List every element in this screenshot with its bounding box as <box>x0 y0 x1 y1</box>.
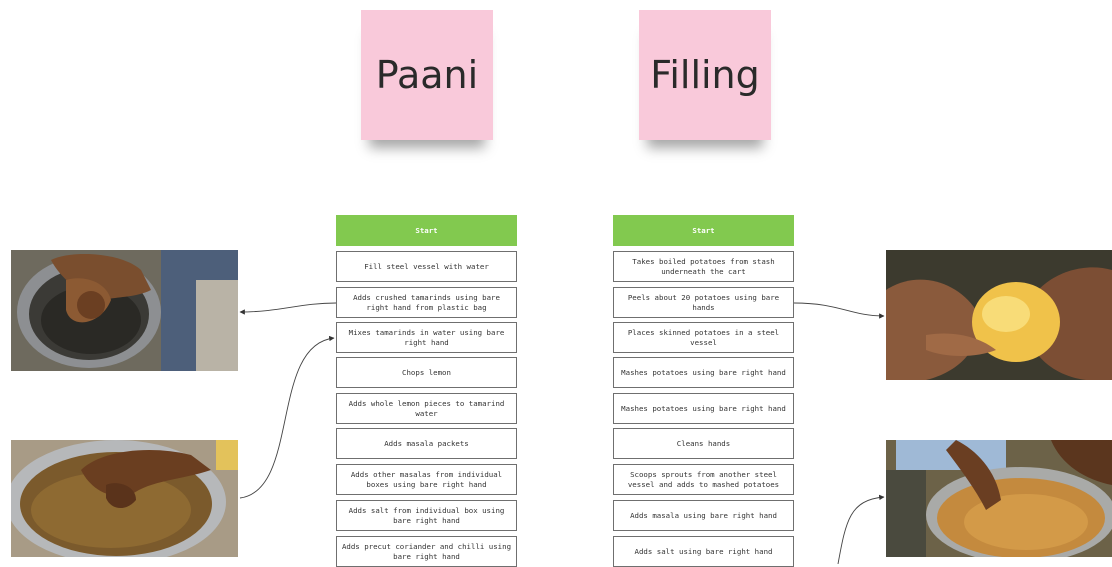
flow-step-text: Cleans hands <box>676 438 731 448</box>
photo-potato-peel <box>886 250 1112 380</box>
sticky-label-paani: Paani <box>375 53 479 97</box>
flow-step: Adds masala packets <box>336 428 517 459</box>
sticky-note-filling: Filling <box>639 10 771 140</box>
flow-step: Adds salt using bare right hand <box>613 536 794 567</box>
flow-step-text: Adds masala using bare right hand <box>630 510 777 520</box>
connector-crush-to-photo <box>239 302 337 315</box>
flow-step: Adds precut coriander and chilli using b… <box>336 536 517 567</box>
photo-tamarind-mix <box>11 440 238 557</box>
flow-step: Scoops sprouts from another steel vessel… <box>613 464 794 495</box>
flow-step-text: Mashes potatoes using bare right hand <box>621 403 786 413</box>
sticky-note-paani: Paani <box>361 10 493 140</box>
connector-mix-from-photo <box>239 335 335 499</box>
connector-peel-to-photo <box>793 302 885 319</box>
flow-step: Mashes potatoes using bare right hand <box>613 393 794 424</box>
flow-step-text: Adds salt using bare right hand <box>634 546 773 556</box>
flow-step: Places skinned potatoes in a steel vesse… <box>613 322 794 353</box>
flow-step-text: Takes boiled potatoes from stash underne… <box>632 256 775 276</box>
flow-step-text: Adds salt from individual box using bare… <box>348 505 505 525</box>
flow-step-text: Adds precut coriander and chilli using b… <box>341 541 512 561</box>
flow-step-text: Start <box>692 225 715 235</box>
flow-step: Adds other masalas from individual boxes… <box>336 464 517 495</box>
flow-step: Adds crushed tamarinds using bare right … <box>336 287 517 318</box>
flow-step-text: Mixes tamarinds in water using bare righ… <box>348 327 505 347</box>
flow-step: Chops lemon <box>336 357 517 388</box>
connector-photo-to-mash <box>837 494 885 564</box>
flow-step: Mashes potatoes using bare right hand <box>613 357 794 388</box>
photo-potato-mash <box>886 440 1112 557</box>
flow-step-text: Adds masala packets <box>384 438 469 448</box>
flow-step-start: Start <box>336 215 517 246</box>
flow-step-text: Chops lemon <box>402 367 451 377</box>
flow-step: Peels about 20 potatoes using bare hands <box>613 287 794 318</box>
flow-step-start: Start <box>613 215 794 246</box>
flow-step-text: Places skinned potatoes in a steel vesse… <box>627 327 780 347</box>
flow-step-text: Adds crushed tamarinds using bare right … <box>353 292 500 312</box>
flow-step-text: Adds other masalas from individual boxes… <box>350 469 503 489</box>
flow-step: Adds salt from individual box using bare… <box>336 500 517 531</box>
sticky-label-filling: Filling <box>650 53 760 97</box>
flow-step-text: Peels about 20 potatoes using bare hands <box>627 292 780 312</box>
photo-tamarind-crush <box>11 250 238 371</box>
flow-step: Adds masala using bare right hand <box>613 500 794 531</box>
flow-step-text: Fill steel vessel with water <box>364 261 489 271</box>
flow-step-text: Start <box>415 225 438 235</box>
flow-step: Takes boiled potatoes from stash underne… <box>613 251 794 282</box>
flow-step: Cleans hands <box>613 428 794 459</box>
flow-step: Fill steel vessel with water <box>336 251 517 282</box>
flow-step-text: Mashes potatoes using bare right hand <box>621 367 786 377</box>
flow-step: Mixes tamarinds in water using bare righ… <box>336 322 517 353</box>
flow-step: Adds whole lemon pieces to tamarind wate… <box>336 393 517 424</box>
flow-step-text: Adds whole lemon pieces to tamarind wate… <box>348 398 505 418</box>
flow-step-text: Scoops sprouts from another steel vessel… <box>627 469 780 489</box>
